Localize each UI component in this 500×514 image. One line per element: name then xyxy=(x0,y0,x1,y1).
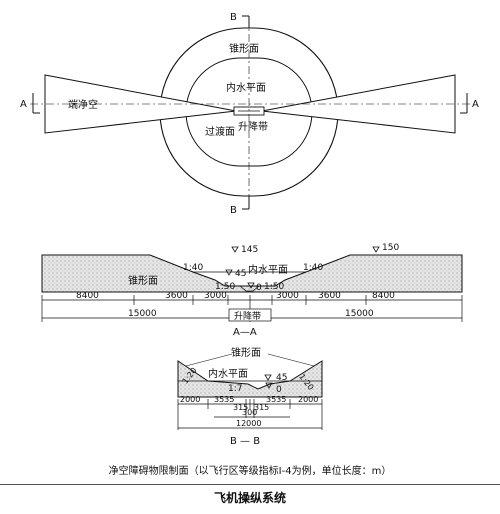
elev-marker-0 xyxy=(247,282,255,289)
section-a-inner-label: 内水平面 xyxy=(248,263,288,276)
figure-subcaption: 飞机操纵系统 xyxy=(213,491,286,505)
slope-left-lower: 1:50 xyxy=(215,282,235,292)
b-dim-12000: 12000 xyxy=(236,419,261,428)
dim-row1-ticks xyxy=(41,295,463,322)
section-b-elev-0: 0 xyxy=(276,385,282,395)
cone-leader-right xyxy=(267,353,315,367)
dim-15000-left: 15000 xyxy=(128,309,157,319)
slope-right-lower: 1:50 xyxy=(264,282,284,292)
approach-surface-left xyxy=(44,74,237,134)
section-mark-b-top xyxy=(242,15,250,28)
section-mark-a-right xyxy=(460,93,468,114)
section-b-title: B — B xyxy=(230,436,260,447)
b-dim-315-left: 315 xyxy=(233,403,248,412)
dim-3600-right: 3600 xyxy=(318,291,341,301)
strip-box xyxy=(228,308,272,322)
slope-left-upper: 1:40 xyxy=(183,263,203,273)
plan-label-strip: 升降带 xyxy=(238,120,268,133)
approach-surface-right xyxy=(261,74,456,134)
section-mark-b-bottom xyxy=(242,196,250,210)
dim-8400-right: 8400 xyxy=(372,291,395,301)
caption-divider xyxy=(0,484,500,485)
plan-label-approach: 端净空 xyxy=(68,98,98,111)
section-b-profile xyxy=(177,360,323,398)
b-dim-2000-right: 2000 xyxy=(298,395,318,404)
elev-145: 145 xyxy=(241,245,258,255)
dim-3000-right: 3000 xyxy=(276,291,299,301)
slope-right-upper: 1:40 xyxy=(303,263,323,273)
runway-notch xyxy=(239,285,260,292)
elev-150: 150 xyxy=(382,243,399,253)
dim-3000-left: 3000 xyxy=(204,291,227,301)
elev-0: 0 xyxy=(256,283,262,293)
mark-a-left: A xyxy=(20,99,27,110)
elev-marker-150 xyxy=(372,246,380,253)
clearance-diagram: B B A A 锥形面 内水平面 端净空 过渡面 升降带 145 150 45 … xyxy=(20,12,479,447)
dim-3600-left: 3600 xyxy=(165,291,188,301)
dim-15000-right: 15000 xyxy=(345,309,374,319)
b-dim-3535-left: 3535 xyxy=(214,395,234,404)
section-b-elev-marker-0 xyxy=(265,382,273,389)
section-b-view: 锥形面 内水平面 45 0 1:20 1:20 1:7 2000 3535 31… xyxy=(177,347,323,447)
b-dim-3535-right: 3535 xyxy=(266,395,286,404)
section-a-view: 145 150 45 0 1:40 1:40 1:50 1:50 内水平面 锥形… xyxy=(41,243,463,338)
b-dim-315-right: 315 xyxy=(254,403,269,412)
section-a-cone-label: 锥形面 xyxy=(128,275,158,287)
b-dim-2000-left: 2000 xyxy=(180,395,200,404)
figure-caption: 净空障碍物限制面（以飞行区等级指标Ⅰ-4为例，单位长度：m） xyxy=(108,466,392,477)
cone-leader-left xyxy=(185,353,233,367)
dim-8400-left: 8400 xyxy=(76,291,99,301)
section-b-slope-center: 1:7 xyxy=(228,384,242,394)
mark-b-bottom: B xyxy=(230,205,237,216)
section-b-inner-label: 内水平面 xyxy=(208,367,248,380)
elev-marker-145 xyxy=(231,246,239,253)
plan-label-transition: 过渡面 xyxy=(205,125,235,138)
section-b-elev-marker-45 xyxy=(264,374,272,381)
elev-marker-45 xyxy=(225,269,233,276)
b-dim-300: 300 xyxy=(242,408,257,417)
mark-b-top: B xyxy=(230,12,237,23)
section-b-cone-label: 锥形面 xyxy=(231,347,261,359)
plan-label-cone: 锥形面 xyxy=(229,43,259,55)
b-dim-row1-ticks xyxy=(177,399,323,430)
mark-a-right: A xyxy=(472,99,479,110)
plan-label-inner: 内水平面 xyxy=(226,81,266,94)
section-mark-a-left xyxy=(32,93,40,114)
section-a-title: A—A xyxy=(233,327,257,338)
elev-45: 45 xyxy=(235,269,246,279)
plan-view: B B A A 锥形面 内水平面 端净空 过渡面 升降带 xyxy=(20,12,479,216)
section-b-elev-45: 45 xyxy=(276,373,287,383)
section-a-strip-label: 升降带 xyxy=(234,310,261,322)
